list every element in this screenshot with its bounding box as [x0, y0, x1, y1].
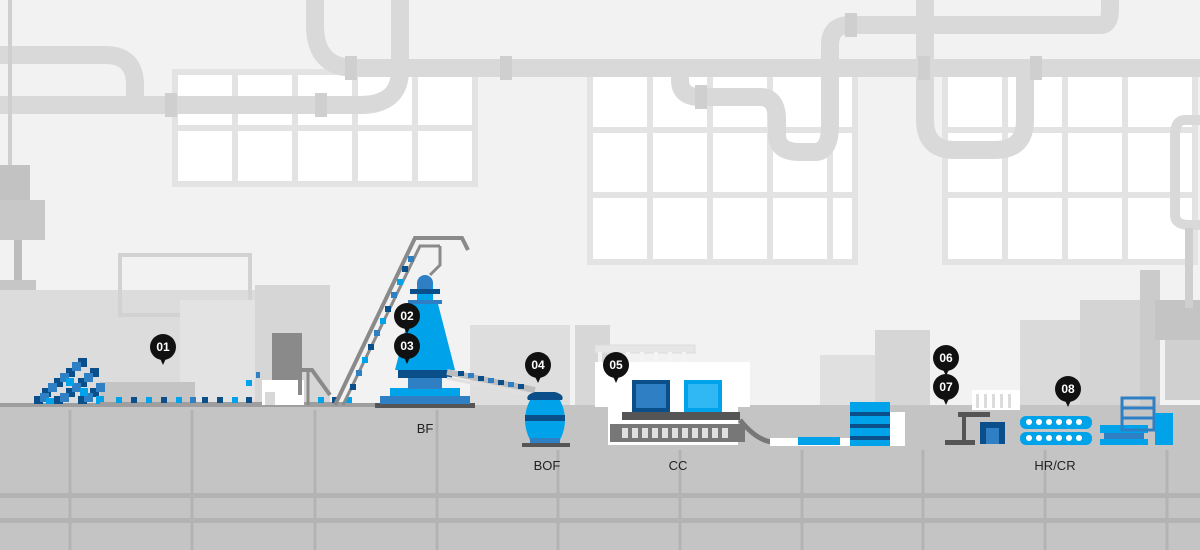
marker-05-label: 05 — [603, 352, 629, 378]
rolling-mill — [945, 390, 1173, 445]
bf-incline-conveyor — [333, 236, 470, 406]
marker-03[interactable]: 03 — [394, 333, 420, 367]
marker-01-label: 01 — [150, 334, 176, 360]
stage-label-bf: BF — [416, 421, 434, 436]
bf-bof-chute — [446, 369, 536, 398]
continuous-caster — [594, 344, 905, 446]
stage-label-cc: CC — [668, 458, 688, 473]
marker-08[interactable]: 08 — [1055, 376, 1081, 410]
raw-material-pile — [34, 358, 195, 404]
sinter-plant — [262, 333, 332, 405]
marker-02[interactable]: 02 — [394, 303, 420, 337]
marker-05[interactable]: 05 — [603, 352, 629, 386]
marker-04[interactable]: 04 — [525, 352, 551, 386]
marker-01[interactable]: 01 — [150, 334, 176, 368]
marker-06[interactable]: 06 — [933, 345, 959, 379]
marker-07[interactable]: 07 — [933, 374, 959, 408]
stage-label-hrcr: HR/CR — [1034, 458, 1076, 473]
material-conveyor — [100, 372, 352, 405]
bof-converter — [522, 392, 570, 447]
factory-floor — [0, 403, 1200, 550]
stage-label-bof: BOF — [533, 458, 561, 473]
pipe-joints — [165, 13, 1042, 117]
